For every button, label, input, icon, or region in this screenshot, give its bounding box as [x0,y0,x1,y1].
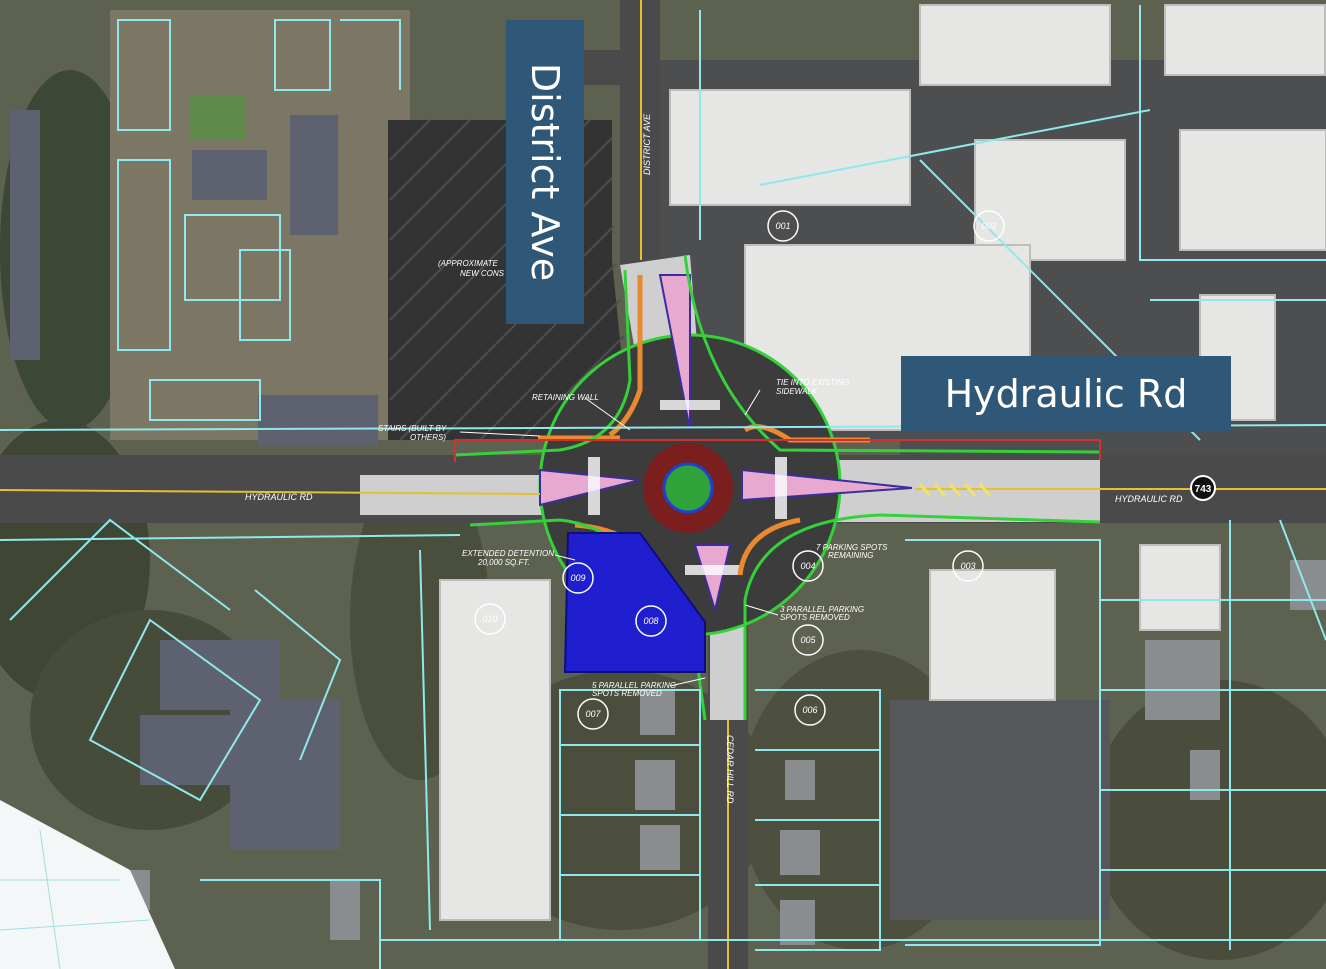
parcel-label-005: 005 [800,635,816,645]
map-sheet-grid [0,829,151,969]
road-label-cedar-hill: CEDAR HILL RD [725,735,735,804]
annotation-approx-line1: (APPROXIMATE [438,259,499,268]
parcel-label-009: 009 [570,573,585,583]
parcel-lines [0,5,1326,969]
annotation-stairs-line1: STAIRS (BUILT BY [378,424,447,433]
annotation-detention-line2: 20,000 SQ.FT. [477,558,530,567]
road-label-hydraulic-west: HYDRAULIC RD [245,492,313,502]
annotation-parking3-line2: SPOTS REMOVED [780,613,850,622]
parcel-label-001: 001 [775,221,790,231]
parking-lot-south [890,700,1110,920]
annotation-parking5-line1: 5 PARALLEL PARKING [592,681,676,690]
route-shield-number: 743 [1195,484,1212,495]
parcel-label-002: 002 [981,221,996,231]
townhome-rooftops [10,110,378,850]
district-ave-callout-text: District Ave [523,62,567,282]
green-lawn [190,95,245,140]
annotation-tie-line1: TIE INTO EXISTING [776,378,849,387]
parcel-label-007: 007 [585,709,601,719]
route-743-shield: 743 [1190,475,1216,501]
annotation-approx-line2: NEW CONS [460,269,505,278]
parcel-label-010: 010 [482,614,497,624]
road-label-hydraulic-east: HYDRAULIC RD [1115,494,1183,504]
annotation-stairs-line2: OTHERS) [410,433,446,442]
hydraulic-rd-callout: Hydraulic Rd [901,356,1231,432]
right-of-way-line [454,439,1101,462]
district-ave-bend [580,50,660,85]
annotation-retaining-wall: RETAINING WALL [532,393,599,402]
parcel-label-003: 003 [960,561,975,571]
parcel-label-008: 008 [643,616,658,626]
townhome-lots-area [110,10,410,440]
parcel-markers [474,210,1005,730]
annotation-parking5-line2: SPOTS REMOVED [592,689,662,698]
parcel-label-006: 006 [802,705,817,715]
road-label-district: DISTRICT AVE [642,113,652,175]
small-houses [110,560,1326,945]
annotation-parking7-line2: REMAINING [828,551,873,560]
annotation-parking3-line1: 3 PARALLEL PARKING [780,605,864,614]
annotation-leaders [459,389,779,687]
parcel-label-004: 004 [800,561,815,571]
road-hatch [918,483,992,497]
extended-detention-pond[interactable] [563,532,706,673]
annotation-tie-line2: SIDEWALK [776,387,818,396]
central-island [662,462,714,514]
district-ave-callout: District Ave [506,20,584,324]
annotation-parking7-line1: 7 PARKING SPOTS [816,543,888,552]
annotation-detention-line1: EXTENDED DETENTION [462,549,554,558]
